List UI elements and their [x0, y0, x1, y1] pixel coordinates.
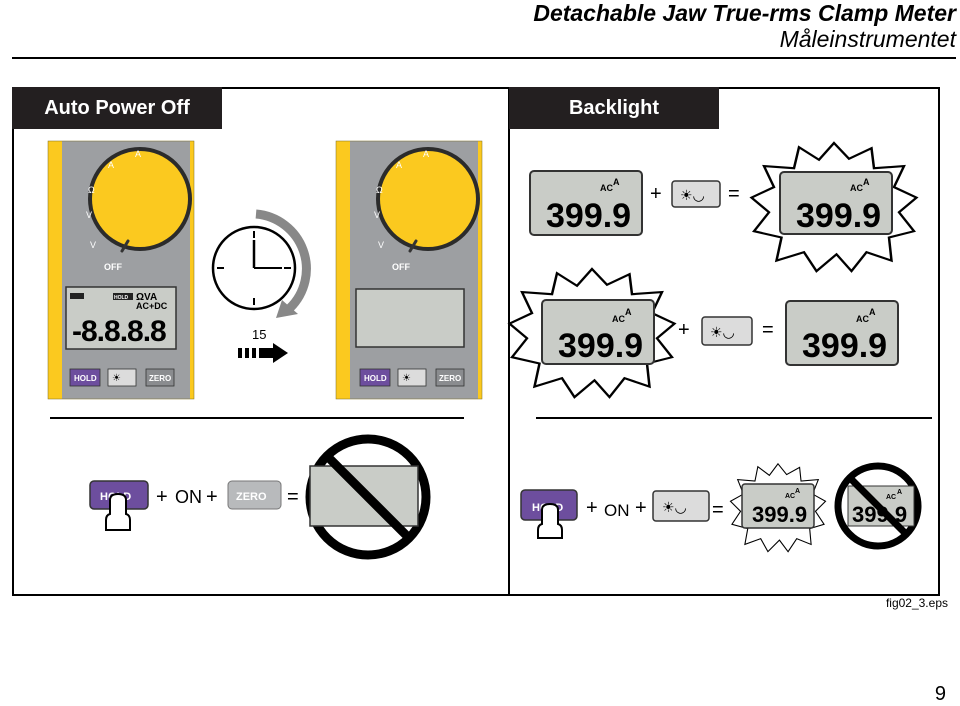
- svg-text:Ω: Ω: [376, 185, 383, 195]
- backlight-reading-1: 399.9: [546, 197, 631, 235]
- backlight-reading-3: 399.9: [558, 327, 643, 365]
- header-rule: [12, 57, 956, 59]
- svg-text:=: =: [712, 499, 724, 521]
- svg-text:+: +: [678, 319, 690, 341]
- on-label: ON: [175, 487, 202, 507]
- svg-text:A: A: [795, 488, 800, 495]
- svg-text:+: +: [650, 183, 662, 205]
- backlight-heading: Backlight: [509, 87, 719, 129]
- svg-text:A: A: [423, 149, 429, 159]
- meter-hold-button-label: HOLD: [74, 374, 97, 383]
- backlight-icon-2: ☀: [402, 373, 411, 384]
- backlight-reading-2: 399.9: [796, 197, 881, 235]
- dial-label-continuity: Ω: [88, 185, 95, 195]
- dial-label-off-2: OFF: [392, 262, 410, 272]
- lcd-ac-dc: AC+DC: [136, 301, 168, 311]
- svg-text:=: =: [728, 183, 740, 205]
- lcd-hold-annunciator: HOLD: [114, 295, 129, 301]
- backlight-reading-4: 399.9: [802, 327, 887, 365]
- dial-label-off: OFF: [104, 262, 122, 272]
- page-number: 9: [934, 683, 946, 705]
- figure-label: fig02_3.eps: [885, 596, 948, 610]
- backlight-icon: ☀: [112, 373, 121, 384]
- prohibited-icon-2: AC A 399.9: [834, 462, 922, 550]
- dial-label-dc-volts: V: [86, 210, 92, 220]
- clock-icon: [211, 209, 311, 318]
- svg-text:A: A: [897, 489, 902, 496]
- svg-text:A: A: [625, 307, 632, 317]
- svg-text:=: =: [287, 486, 299, 508]
- svg-text:+: +: [156, 486, 168, 508]
- svg-text:AC: AC: [856, 314, 869, 324]
- svg-text:AC: AC: [886, 494, 896, 501]
- prohibited-icon-1: [305, 434, 431, 560]
- disable-auto-off-row: HOLD + ON + ZERO =: [89, 434, 431, 560]
- dial-label-dc-amps: A: [135, 149, 141, 159]
- svg-text:AC: AC: [612, 314, 625, 324]
- figure-divider: [508, 87, 510, 596]
- dial-label-ac-volts: V: [90, 240, 96, 250]
- meter-zero-button-label: ZERO: [149, 374, 171, 383]
- meter-zero-button-label-2: ZERO: [439, 374, 461, 383]
- figure-frame: [12, 87, 940, 596]
- svg-text:=: =: [762, 319, 774, 341]
- backlight-reading-5: 399.9: [752, 502, 807, 527]
- zero-button-label: ZERO: [236, 491, 267, 503]
- disable-backlight-row: HOLD + ON + ☀◡ = AC A 399.9 AC A 399.9: [520, 462, 922, 553]
- svg-text:A: A: [396, 160, 402, 170]
- backlight-button-icon-3: ☀◡: [662, 499, 687, 515]
- svg-text:A: A: [869, 307, 876, 317]
- finger-icon-2: [537, 502, 563, 539]
- svg-text:AC: AC: [850, 183, 863, 193]
- svg-text:+: +: [635, 497, 647, 519]
- document-title: Detachable Jaw True-rms Clamp Meter: [533, 0, 956, 26]
- svg-text:AC: AC: [785, 493, 795, 500]
- svg-text:A: A: [613, 177, 620, 187]
- dial-label-ac-amps: A: [108, 160, 114, 170]
- direction-arrow-icon: [238, 343, 288, 363]
- meter-right: A A Ω V V OFF HOLD ☀ ZERO: [334, 139, 484, 401]
- meter-hold-button-label-2: HOLD: [364, 374, 387, 383]
- backlight-button-icon-1: ☀◡: [680, 187, 705, 203]
- svg-text:AC: AC: [600, 183, 613, 193]
- backlight-button-icon-2: ☀◡: [710, 324, 735, 340]
- svg-text:V: V: [374, 210, 380, 220]
- finger-icon: [105, 492, 131, 531]
- backlight-row-1: AC A 399.9 + ☀◡ = AC A 399.9: [529, 141, 918, 273]
- on-label-2: ON: [604, 501, 630, 520]
- svg-text:+: +: [206, 486, 218, 508]
- document-subtitle: Måleinstrumentet: [779, 26, 956, 52]
- backlight-row-2: AC A 399.9 + ☀◡ = AC A 399.9: [508, 267, 899, 399]
- lcd-ohm-volt-amp: ΩVA: [136, 292, 157, 303]
- blank-lcd: [355, 288, 465, 348]
- lcd-reading: -8.8.8.8: [72, 315, 166, 348]
- svg-text:A: A: [863, 177, 870, 187]
- svg-text:V: V: [378, 240, 384, 250]
- meter-left: A A Ω V V OFF HOLD ΩVA AC+DC -8.8.8.8 HO…: [46, 139, 196, 401]
- timer-minutes: 15: [252, 327, 266, 342]
- svg-text:+: +: [586, 497, 598, 519]
- auto-power-off-heading: Auto Power Off: [12, 87, 222, 129]
